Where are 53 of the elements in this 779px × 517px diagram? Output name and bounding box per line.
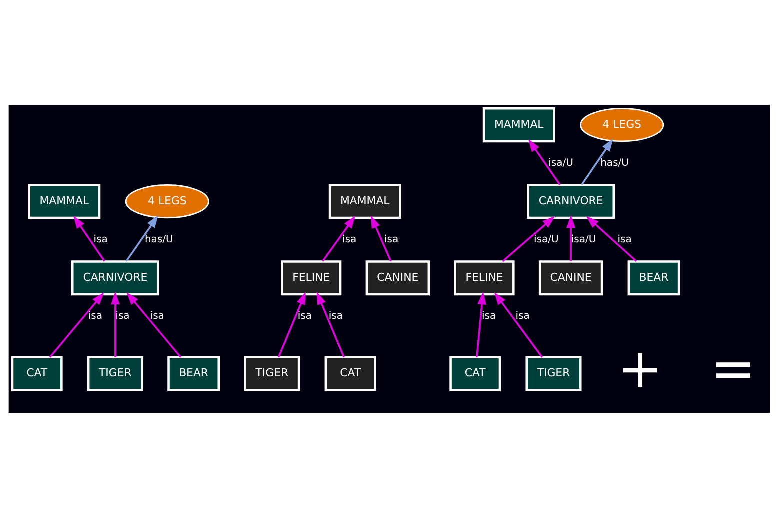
edge-label: isa <box>298 310 312 322</box>
node-box: TIGER <box>526 356 582 391</box>
edge-label: isa <box>482 310 496 322</box>
edge-label: isa <box>94 234 108 245</box>
node-box: CAT <box>11 356 63 391</box>
edge-label: has/U <box>600 157 630 168</box>
node-ellipse: 4 LEGS <box>580 107 664 142</box>
label: = <box>710 336 756 400</box>
edge-label: isa <box>342 234 357 245</box>
edge-label: isa <box>328 310 344 322</box>
node-box: TIGER <box>87 356 144 391</box>
node-box: CAT <box>324 356 376 391</box>
edge-label: isa <box>150 310 164 322</box>
edge-label: isa/U <box>534 234 559 245</box>
edge-label: isa <box>88 310 102 322</box>
arrow <box>74 215 106 262</box>
arrow <box>566 214 576 261</box>
arrow <box>476 291 486 357</box>
arrow <box>126 214 158 262</box>
node-box: FELINE <box>454 260 515 296</box>
arrow <box>528 138 561 185</box>
node-box: MAMMAL <box>28 184 101 219</box>
arrow <box>316 292 345 358</box>
node-box: CARNIVORE <box>71 260 160 296</box>
node-box: CANINE <box>538 260 604 296</box>
label: + <box>617 336 664 400</box>
node-box: BEAR <box>628 260 680 296</box>
node-ellipse: 4 LEGS <box>125 184 210 218</box>
node-box: CARNIVORE <box>527 184 616 219</box>
arrow <box>278 292 306 358</box>
arrow <box>322 215 356 262</box>
edge-label: isa/U <box>571 234 596 245</box>
node-box: FELINE <box>281 260 342 296</box>
node-box: TIGER <box>244 356 300 391</box>
edge-label: has/U <box>144 234 174 245</box>
arrow <box>110 291 120 357</box>
arrow <box>126 292 182 358</box>
arrow <box>494 292 544 358</box>
node-box: BEAR <box>168 356 220 391</box>
node-box: MAMMAL <box>328 184 402 219</box>
arrow <box>586 216 637 262</box>
node-box: MAMMAL <box>482 107 556 142</box>
node-box: CANINE <box>366 260 430 296</box>
edge-label: isa <box>116 310 130 322</box>
edge-label: isa <box>384 234 399 245</box>
edge-label: isa <box>516 310 530 322</box>
arrow <box>370 215 392 262</box>
node-box: CAT <box>450 356 502 391</box>
edge-label: isa/U <box>548 157 574 168</box>
arrow <box>49 292 104 358</box>
edge-label: isa <box>618 234 632 245</box>
arrow <box>502 216 556 262</box>
arrow <box>581 138 614 185</box>
